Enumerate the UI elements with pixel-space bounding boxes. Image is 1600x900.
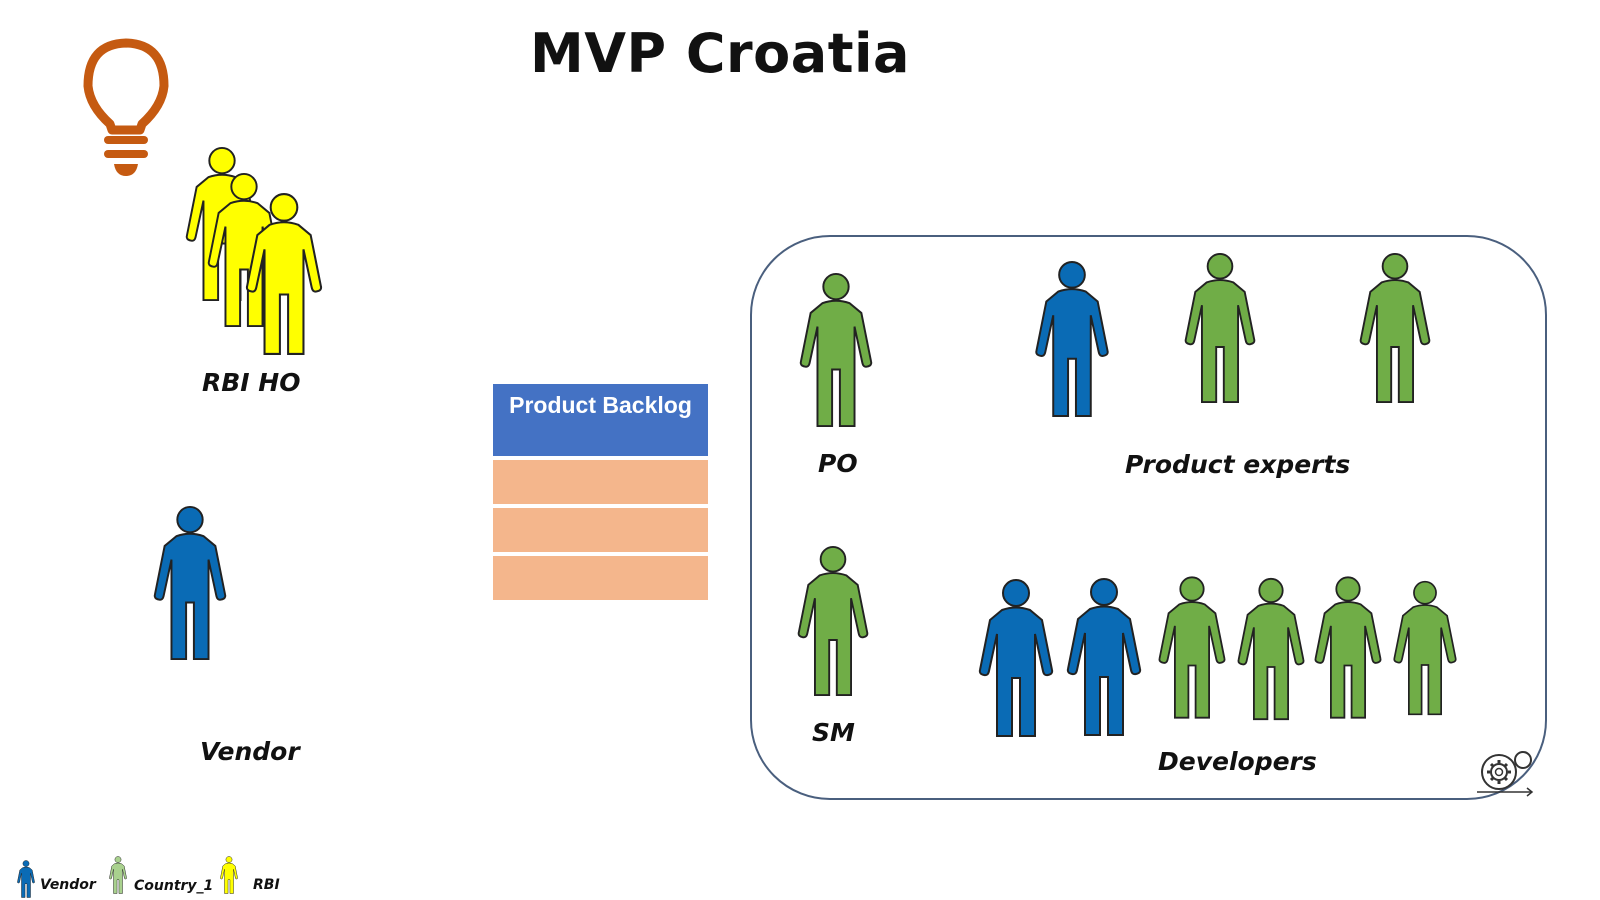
page-title: MVP Croatia — [530, 22, 910, 85]
developer-person-icon — [1156, 575, 1228, 720]
product-experts-label: Product experts — [1125, 450, 1351, 479]
developer-person-icon — [1235, 575, 1307, 723]
legend-vendor-person-icon — [16, 860, 36, 898]
developer-vendor-person-icon — [976, 578, 1056, 738]
expert-person-icon — [1182, 250, 1258, 406]
developer-person-icon — [1312, 575, 1384, 720]
rbi-ho-label: RBI HO — [202, 368, 301, 397]
lightbulb-icon — [83, 38, 169, 176]
po-person-icon — [797, 272, 875, 428]
expert-person-icon — [1357, 250, 1433, 406]
legend-rbi-person-icon — [219, 856, 239, 894]
product-backlog-header: Product Backlog — [493, 384, 708, 456]
backlog-item — [493, 460, 708, 504]
po-label: PO — [818, 449, 858, 478]
developer-vendor-person-icon — [1064, 577, 1144, 737]
vendor-person-icon — [151, 505, 229, 661]
legend-country-label: Country_1 — [134, 878, 214, 894]
developer-person-icon — [1391, 578, 1459, 718]
legend-rbi-label: RBI — [253, 877, 280, 893]
legend-country-person-icon — [108, 856, 128, 894]
expert-vendor-person-icon — [1032, 260, 1112, 418]
scrum-team-box — [750, 235, 1547, 800]
sm-person-icon — [795, 545, 871, 697]
product-backlog: Product Backlog — [493, 384, 708, 600]
backlog-item — [493, 556, 708, 600]
vendor-label: Vendor — [200, 737, 300, 766]
backlog-item — [493, 508, 708, 552]
developers-label: Developers — [1158, 747, 1317, 776]
agile-cycle-icon — [1477, 751, 1534, 797]
rbi-person-3-icon — [243, 190, 325, 358]
sm-label: SM — [812, 718, 855, 747]
legend-vendor-label: Vendor — [40, 877, 96, 893]
